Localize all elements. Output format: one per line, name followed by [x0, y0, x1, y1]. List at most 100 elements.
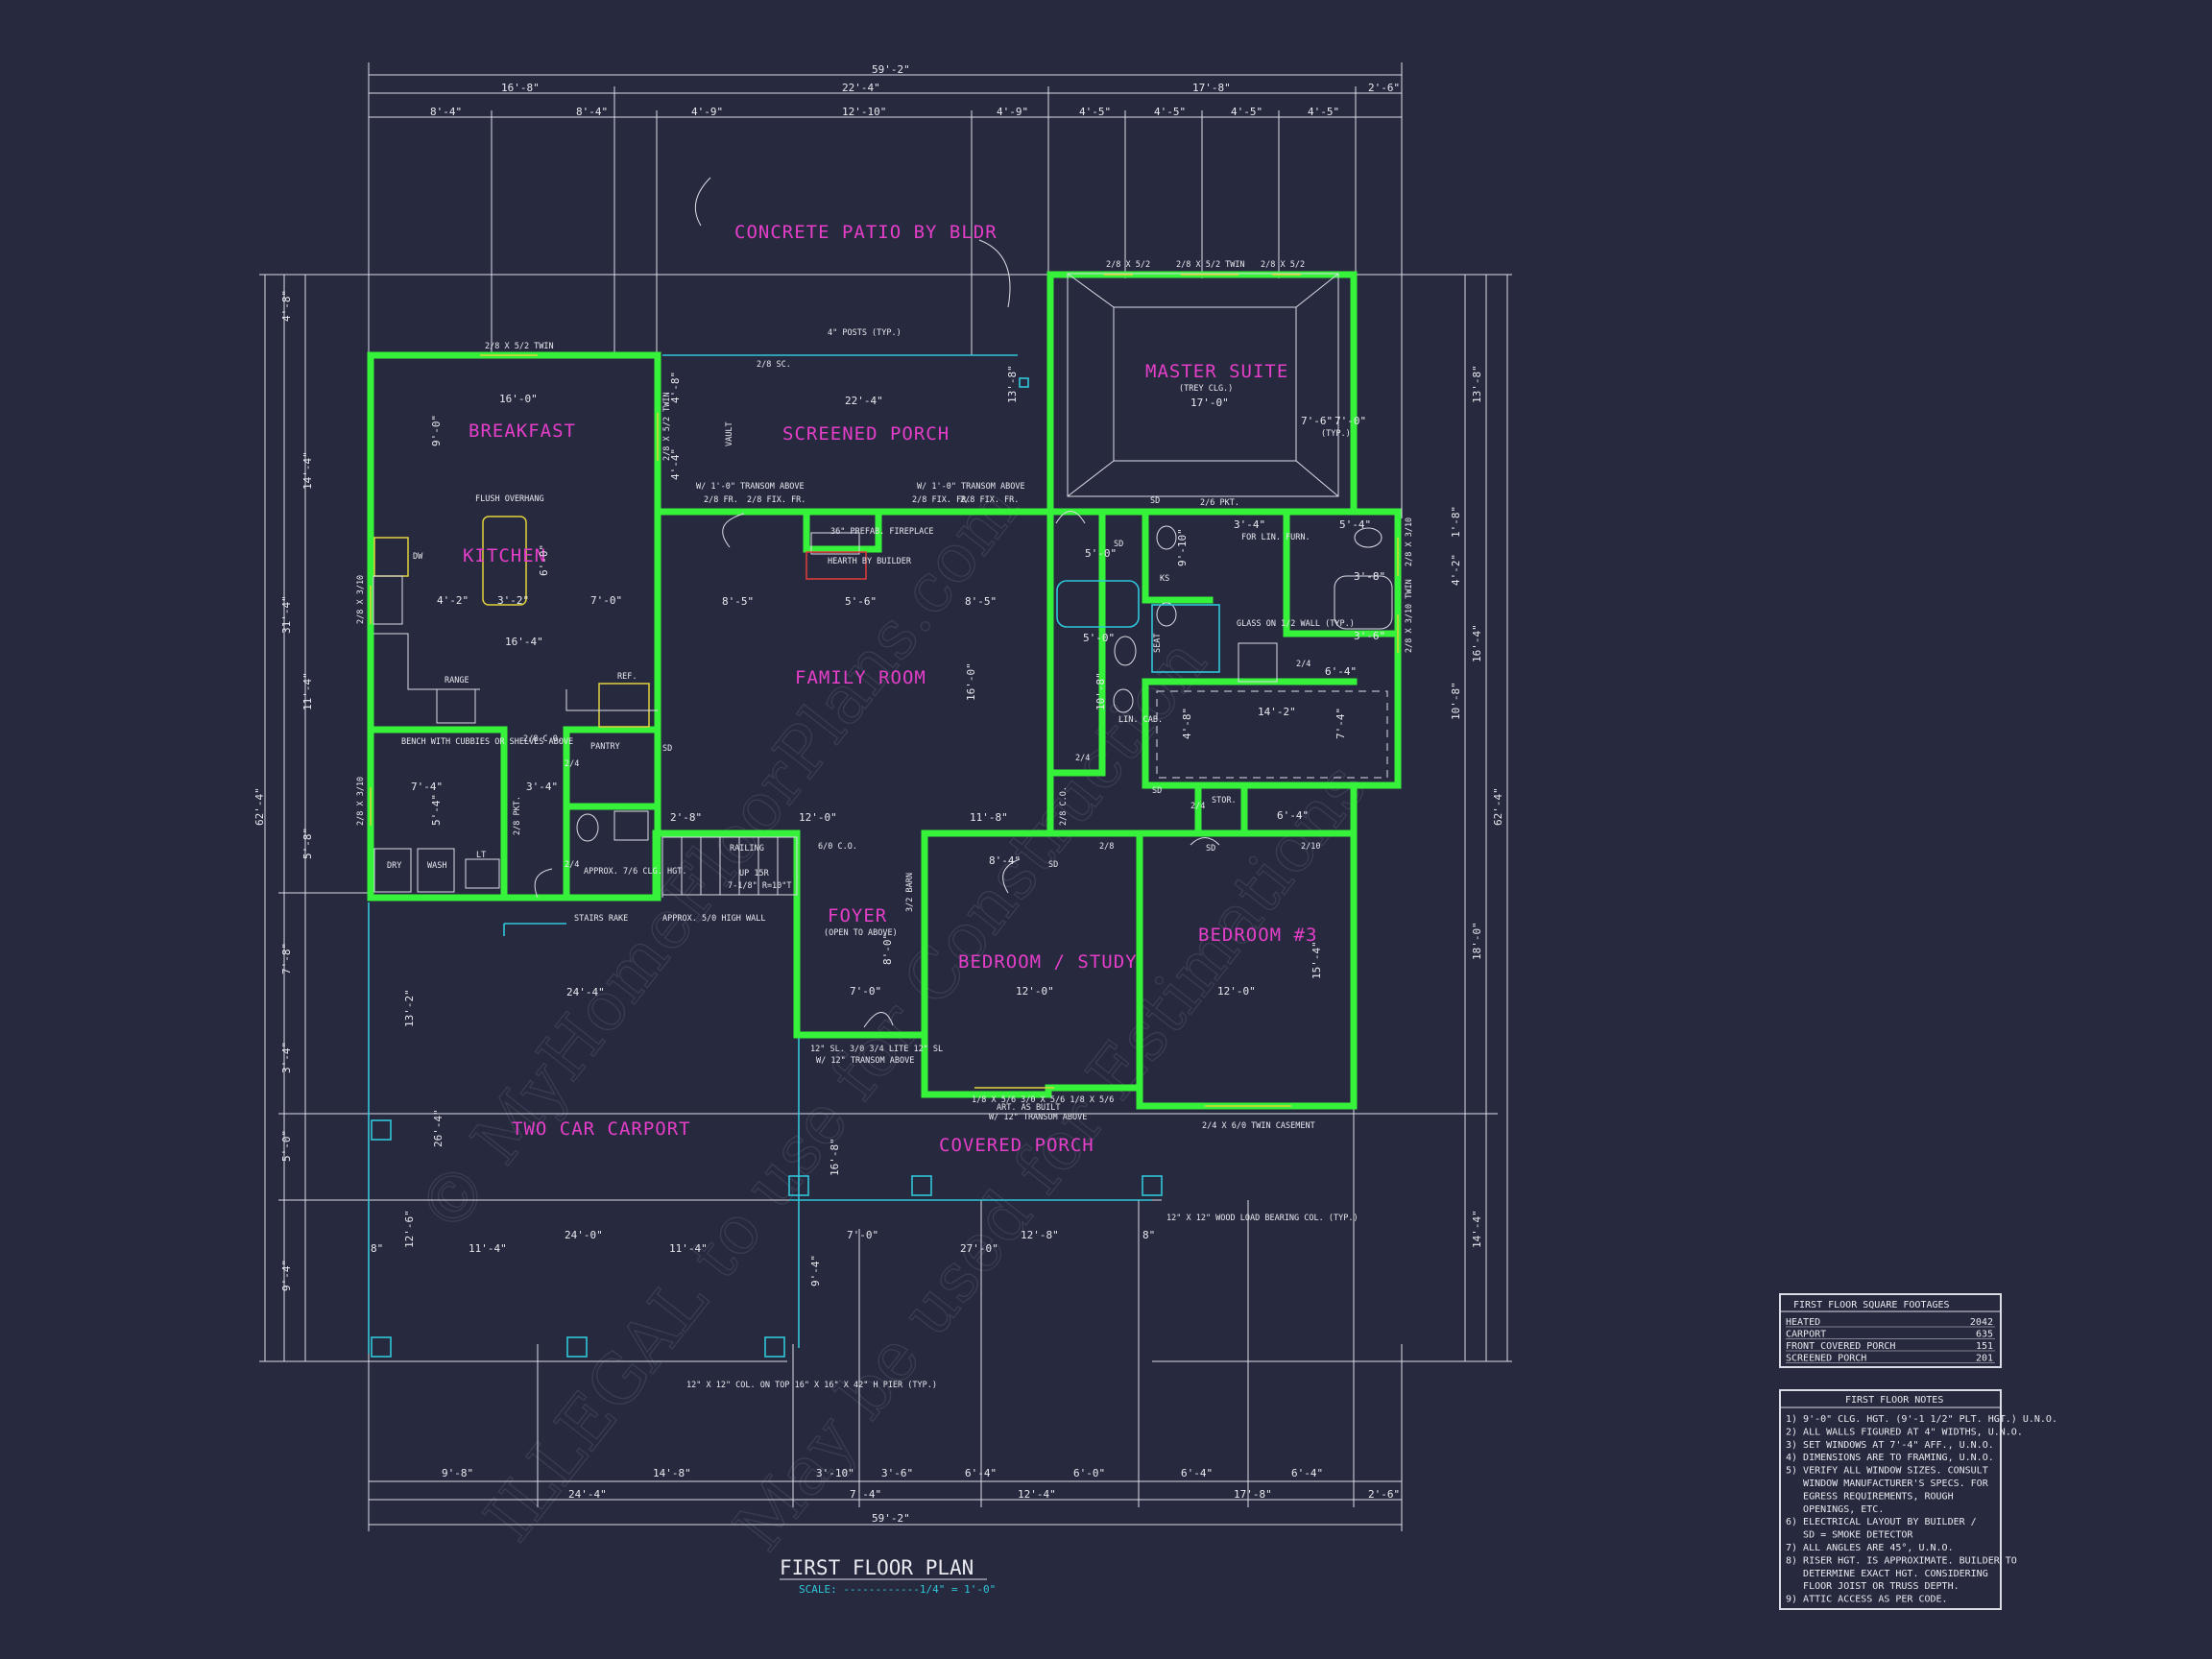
dim: 8'-4"	[430, 106, 462, 118]
dim: 8'-0"	[881, 933, 894, 965]
callout: VAULT	[725, 421, 734, 446]
dim: 17'-8"	[1234, 1488, 1272, 1501]
range	[436, 688, 476, 724]
note-line: 3) SET WINDOWS AT 7'-4" AFF., U.N.O.	[1786, 1440, 1994, 1451]
dim: 7'-4"	[850, 1488, 881, 1501]
powder-sink	[613, 810, 649, 841]
dim: 15'-4"	[1310, 941, 1323, 979]
callout: 2/4	[1075, 754, 1090, 763]
callout: 2/8 X 5/2 TWIN	[662, 392, 672, 461]
callout: PANTRY	[590, 742, 620, 752]
callout: HEARTH BY BUILDER	[828, 557, 912, 566]
dimension-text: 59'-2" 16'-8" 22'-4" 17'-8" 2'-6" 8'-4" …	[253, 63, 1504, 1525]
callout: 2/8 X 5/2 TWIN	[1176, 260, 1245, 270]
callout: LIN. CAB.	[1118, 715, 1163, 725]
callout: 2/8 C.O.	[523, 734, 563, 744]
callout: 2/8 SC.	[757, 360, 791, 370]
sqft-row-value: 151	[1976, 1341, 1993, 1352]
fireplace-box	[805, 551, 867, 580]
sink	[1156, 525, 1177, 550]
sqft-row-label: HEATED	[1786, 1317, 1820, 1328]
callout: APPROX. 7/6 CLG. HGT.	[584, 867, 686, 877]
callout: 2/8 FR.	[704, 495, 738, 505]
note-line: 6) ELECTRICAL LAYOUT BY BUILDER /	[1786, 1517, 1977, 1527]
callout: 2/8 X 3/10	[1405, 517, 1414, 566]
dim: 12'-8"	[1021, 1229, 1059, 1241]
note-line: DETERMINE EXACT HGT. CONSIDERING	[1786, 1569, 1988, 1579]
callout: (OPEN TO ABOVE)	[824, 928, 898, 938]
callout: FOR LIN. FURN.	[1241, 533, 1310, 542]
staircase	[661, 836, 798, 896]
callout: RAILING	[730, 844, 764, 854]
trey-ceiling-inner	[1113, 306, 1297, 462]
fixtures	[370, 177, 1399, 1107]
callout: FLUSH OVERHANG	[475, 494, 544, 504]
label-screened-porch: SCREENED PORCH	[782, 423, 950, 445]
stair-bench	[1238, 642, 1278, 683]
dim: 11'-8"	[970, 811, 1008, 824]
dim: 14'-4"	[1471, 1210, 1483, 1248]
dim: 2'-6"	[1368, 1488, 1400, 1501]
note-line: OPENINGS, ETC.	[1786, 1504, 1884, 1515]
callout: DW	[413, 552, 423, 562]
dim: 7'-0"	[850, 985, 881, 998]
dim: 11'-4"	[469, 1242, 507, 1255]
dim: 4'-8"	[1181, 708, 1193, 739]
callout: W/ 12" TRANSOM ABOVE	[816, 1056, 914, 1066]
callout: ART. AS BUILT	[997, 1103, 1061, 1113]
dim: 12'-0"	[799, 811, 837, 824]
note-line: WINDOW MANUFACTURER'S SPECS. FOR	[1786, 1479, 1989, 1489]
dim: 7'-6"	[1301, 415, 1333, 427]
dim: 4'-4"	[669, 448, 682, 480]
dim: 3'-6"	[1354, 630, 1385, 642]
porch-column	[911, 1175, 932, 1196]
porch-column	[1142, 1175, 1163, 1196]
carport-porch-structure	[368, 354, 1163, 1358]
dim: 3'-6"	[881, 1467, 913, 1479]
callout: STAIRS RAKE	[574, 914, 628, 924]
callout: 12" X 12" COL. ON TOP 16" X 16" X 42" H …	[686, 1381, 937, 1390]
dim: 2'-8"	[670, 811, 702, 824]
callout: APPROX. 5/0 HIGH WALL	[662, 914, 765, 924]
dim: 6'-0"	[1073, 1467, 1105, 1479]
label-breakfast: BREAKFAST	[469, 421, 576, 442]
dim: 6'-4"	[1291, 1467, 1323, 1479]
dim: 5'-6"	[845, 595, 877, 608]
dim: 13'-8"	[1006, 365, 1019, 403]
dim: 3'-2"	[497, 594, 529, 607]
note-line: 5) VERIFY ALL WINDOW SIZES. CONSULT	[1786, 1466, 1988, 1477]
dim: 5'-4"	[430, 794, 443, 826]
dim: 3'-10"	[816, 1467, 854, 1479]
callout: 2/8	[1099, 842, 1114, 852]
dishwasher	[373, 537, 409, 577]
notes-title: FIRST FLOOR NOTES	[1845, 1395, 1943, 1406]
note-line: SD = SMOKE DETECTOR	[1786, 1530, 1913, 1541]
dim: 5'-8"	[301, 828, 314, 859]
dim: 5'-0"	[1083, 632, 1115, 644]
callout: BENCH WITH CUBBIES OR SHELVES ABOVE	[401, 737, 573, 747]
dim: 12'-10"	[842, 106, 886, 118]
label-master-suite: MASTER SUITE	[1145, 361, 1288, 382]
toilet	[576, 813, 599, 842]
callout: 2/8 X 5/2	[1261, 260, 1305, 270]
dim: 16'-0"	[965, 662, 977, 701]
callout: RANGE	[445, 676, 469, 685]
dim: 4'-5"	[1308, 106, 1339, 118]
dim: 5'-0"	[1085, 547, 1117, 560]
callout: SD	[1114, 540, 1123, 549]
dim: 7'-4"	[1334, 708, 1347, 739]
dim: 14'-4"	[301, 451, 314, 490]
dim: 11'-4"	[669, 1242, 708, 1255]
callout: SEAT	[1153, 634, 1163, 653]
dim: 9'-10"	[1176, 528, 1189, 566]
callout: 2/8 X 3/10 TWIN	[1405, 579, 1414, 653]
callout: 2/8 X 5/2 TWIN	[485, 342, 554, 351]
callout: GLASS ON 1/2 WALL (TYP.)	[1237, 619, 1355, 629]
callout: 2/8 X 3/10	[356, 777, 366, 826]
dim: 59'-2"	[872, 1512, 910, 1525]
dimension-lines	[259, 62, 1512, 1531]
sink	[1113, 688, 1134, 713]
callout: WASH	[427, 861, 446, 871]
sqft-row-label: SCREENED PORCH	[1786, 1354, 1866, 1364]
dim: 9'-0"	[430, 415, 443, 446]
